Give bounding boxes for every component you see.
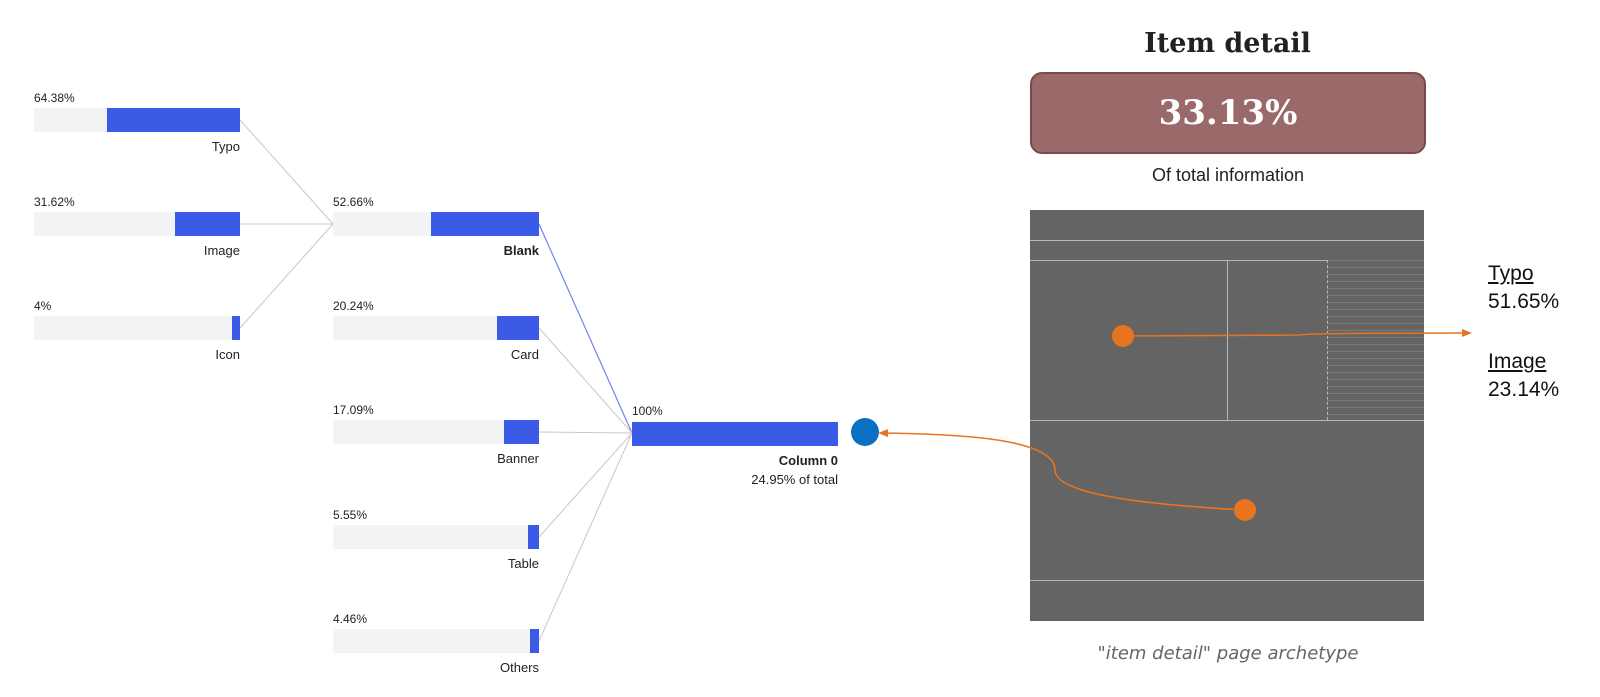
node-card-bar[interactable] [333,316,539,340]
hotspot-lower[interactable] [1234,499,1256,521]
node-table-bar[interactable] [333,525,539,549]
connector-blank-root [538,223,633,434]
detail-kpi-card: 33.13% [1030,72,1426,154]
node-others-fill [529,629,539,653]
callout-image-title: Image [1488,350,1547,373]
node-icon-bar[interactable] [34,316,240,340]
node-others-pct: 4.46% [333,612,368,626]
arrow-to-callouts [1122,329,1472,338]
node-blank-pct: 52.66% [333,195,374,209]
root-expand-dot[interactable] [851,418,879,446]
node-root-fill [632,422,838,446]
detail-kpi-caption: Of total information [1151,165,1305,185]
node-image-label: Image [203,243,240,258]
connector-typo-blank [239,119,334,225]
wireframe-text-lines [1327,260,1424,420]
node-banner-bar[interactable] [333,420,539,444]
node-table-pct: 5.55% [333,508,368,522]
node-blank-fill [430,212,539,236]
page-wireframe [1030,210,1424,621]
node-typo-fill [107,108,240,132]
node-table-fill [527,525,539,549]
archetype-caption: "item detail" page archetype [1097,643,1359,664]
wireframe-line [1030,580,1424,581]
node-others-label: Others [499,660,539,675]
node-typo-bar[interactable] [34,108,240,132]
node-image-fill [174,212,240,236]
node-image-pct: 31.62% [34,195,75,209]
node-image-bar[interactable] [34,212,240,236]
node-icon-label: Icon [215,347,240,362]
node-icon-fill [231,316,240,340]
node-root-sublabel: 24.95% of total [751,472,838,487]
wireframe-line [1030,420,1424,421]
node-others-bar[interactable] [333,629,539,653]
node-root-bar[interactable] [632,422,838,446]
arrow-to-root-node [878,429,1246,511]
callout-image-value: 23.14% [1488,378,1560,401]
node-root-pct: 100% [632,404,663,418]
node-banner-pct: 17.09% [333,403,374,417]
node-icon-pct: 4% [34,299,52,313]
connector-card-root [538,327,633,434]
node-banner-fill [503,420,539,444]
node-card-label: Card [510,347,539,362]
connector-table-root [538,432,633,538]
node-card-fill [497,316,539,340]
detail-title: Item detail [1144,28,1311,59]
connector-others-root [538,432,633,642]
node-table-label: Table [507,556,539,571]
callout-typo-value: 51.65% [1488,290,1560,313]
wireframe-divider [1227,260,1228,420]
node-blank-label: Blank [503,243,539,258]
node-typo-label: Typo [211,139,240,154]
connector-banner-root [538,431,633,434]
node-blank-bar[interactable] [333,212,539,236]
hotspot-upper[interactable] [1112,325,1134,347]
node-root-label: Column 0 [778,453,838,468]
node-banner-label: Banner [497,451,539,466]
wireframe-line [1030,240,1424,241]
callout-typo-title: Typo [1488,262,1534,285]
node-typo-pct: 64.38% [34,91,75,105]
node-card-pct: 20.24% [333,299,374,313]
connector-icon-blank [239,223,334,329]
